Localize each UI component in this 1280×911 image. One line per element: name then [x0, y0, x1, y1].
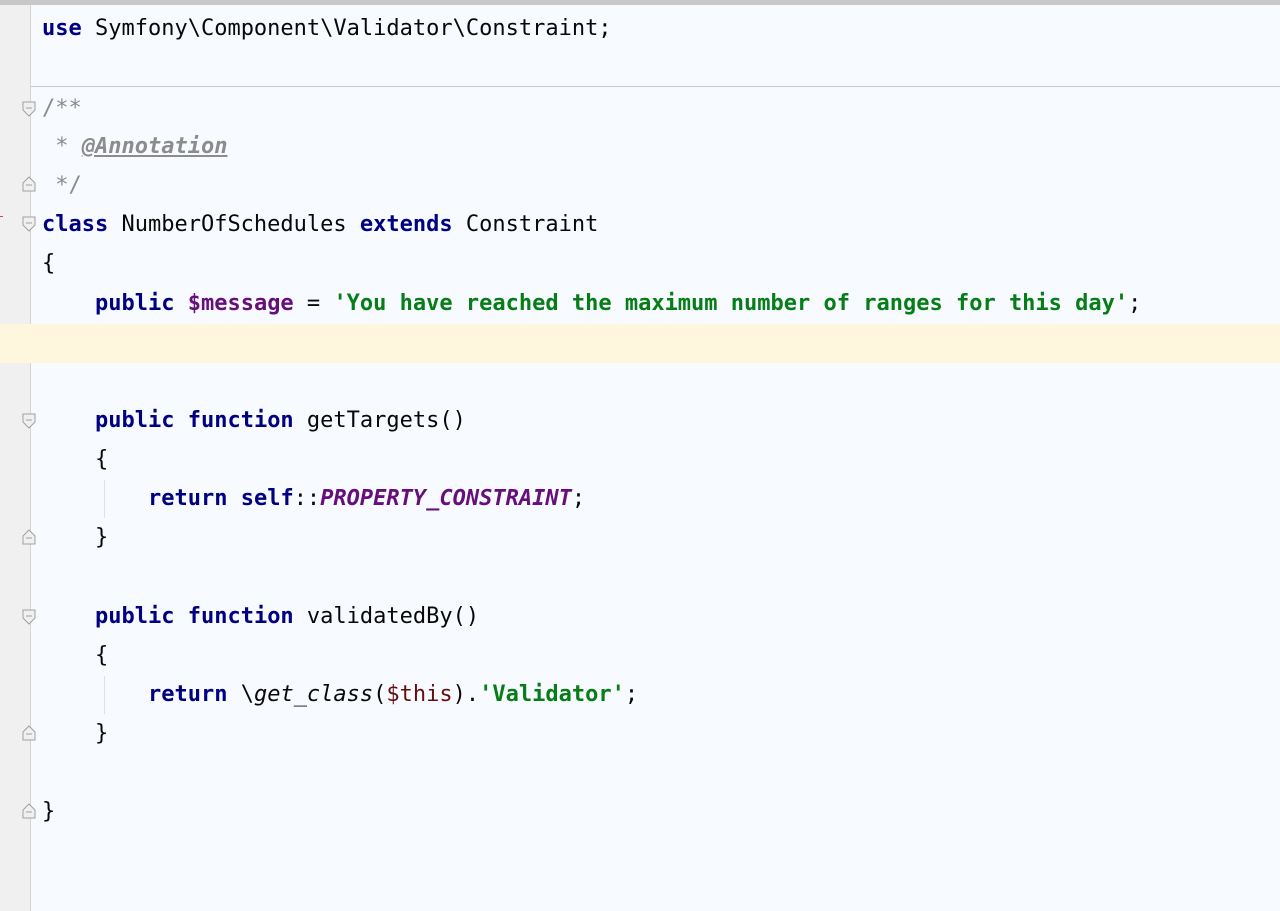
code-line-brace: } — [42, 525, 109, 550]
indent — [42, 408, 95, 433]
fold-close-icon[interactable] — [22, 725, 36, 741]
class-name: NumberOfSchedules — [108, 212, 360, 237]
fold-open-icon[interactable] — [22, 216, 36, 232]
indent — [42, 486, 148, 511]
string-literal: 'Validator' — [479, 682, 625, 707]
indent — [42, 682, 148, 707]
code-line-return-const: return self::PROPERTY_CONSTRAINT; — [42, 479, 585, 518]
namespace-separator: \ — [227, 682, 254, 707]
constant: PROPERTY_CONSTRAINT — [320, 486, 572, 511]
keyword: public — [94, 408, 175, 433]
keyword: public — [94, 291, 175, 316]
paren-close: ). — [452, 682, 480, 707]
keyword: extends — [359, 212, 453, 237]
fold-close-icon[interactable] — [22, 529, 36, 545]
keyword: return — [147, 486, 228, 511]
method-name: validatedBy() — [293, 604, 480, 629]
code-line-1: use Symfony\Component\Validator\Constrai… — [42, 9, 612, 48]
semicolon: ; — [571, 486, 586, 511]
string-literal: 'You have reached the maximum number of … — [333, 291, 1129, 316]
code-line-return-class: return \get_class($this).'Validator'; — [42, 675, 638, 714]
code-line-doc-open: /** — [42, 96, 82, 121]
fold-open-icon[interactable] — [22, 413, 36, 429]
fold-open-icon[interactable] — [22, 101, 36, 117]
doc-star: * — [42, 134, 82, 159]
caret-line[interactable] — [31, 324, 1280, 363]
keyword: function — [187, 604, 294, 629]
this-variable: $this — [386, 682, 453, 707]
keyword: self — [240, 486, 294, 511]
code-line-brace: { — [42, 643, 109, 668]
code-line-brace: } — [42, 721, 109, 746]
semicolon: ; — [1128, 291, 1142, 316]
operator: = — [293, 291, 334, 316]
keyword: function — [187, 408, 294, 433]
code-line-doc-close: */ — [42, 173, 82, 198]
code-line-class-close: } — [42, 799, 56, 824]
change-marker — [0, 216, 3, 217]
code-line-class: class NumberOfSchedules extends Constrai… — [42, 205, 598, 244]
paren-open: ( — [373, 682, 387, 707]
code-line-brace-open: { — [42, 251, 56, 276]
doc-tag: @Annotation — [81, 134, 228, 159]
code-line-doc-annotation: * @Annotation — [42, 127, 227, 166]
code-line-brace: { — [42, 447, 109, 472]
parent-class: Constraint — [452, 212, 599, 237]
code-line-message: public $message = 'You have reached the … — [42, 284, 1141, 323]
keyword: class — [42, 212, 109, 237]
method-separator — [31, 86, 1280, 87]
indent-guide — [104, 480, 105, 518]
semicolon: ; — [624, 682, 639, 707]
code-editor[interactable] — [31, 5, 1280, 911]
top-border — [0, 0, 1280, 5]
keyword: return — [147, 682, 228, 707]
indent — [42, 291, 95, 316]
indent-guide — [104, 676, 105, 714]
editor-gutter[interactable] — [0, 5, 31, 911]
indent — [42, 604, 95, 629]
keyword: public — [94, 604, 175, 629]
keyword: use — [42, 16, 82, 41]
method-name: getTargets() — [293, 408, 466, 433]
fold-close-icon[interactable] — [22, 803, 36, 819]
code-line-gettargets: public function getTargets() — [42, 401, 466, 440]
scope-operator: :: — [293, 486, 321, 511]
function-name: get_class — [253, 682, 374, 707]
namespace-path: Symfony\Component\Validator\Constraint; — [81, 16, 612, 41]
variable: $message — [187, 291, 294, 316]
fold-close-icon[interactable] — [22, 176, 36, 192]
fold-open-icon[interactable] — [22, 609, 36, 625]
code-line-validatedby: public function validatedBy() — [42, 597, 479, 636]
